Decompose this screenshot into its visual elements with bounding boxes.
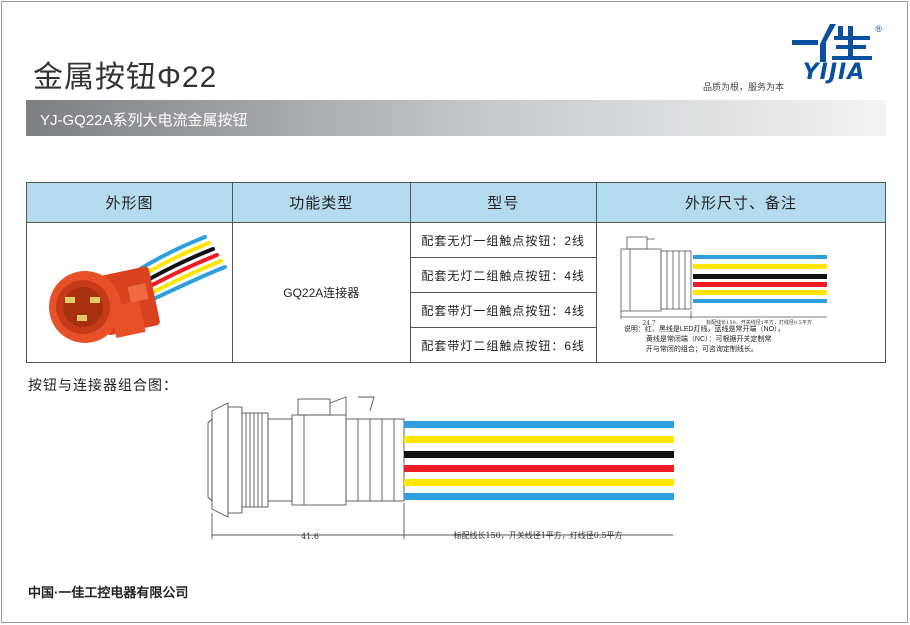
assembly-wire-note: 标配线长150，开关线径1平方，灯线径0.5平方 <box>453 530 622 540</box>
subtitle: YJ-GQ22A系列大电流金属按钮 <box>40 112 248 129</box>
table-row: 配套带灯二组触点按钮：6线 <box>27 327 886 363</box>
spec-table: 外形图 功能类型 型号 外形尺寸、备注 <box>26 182 887 363</box>
brand-logo: ® YIJIA <box>786 20 882 88</box>
connector-photo <box>49 235 227 343</box>
company-footer: 中国·一佳工控电器有限公司 <box>28 585 189 600</box>
table-header-row: 外形图 功能类型 型号 外形尺寸、备注 <box>26 182 887 223</box>
logo-text: YIJIA <box>802 60 866 85</box>
note-line: 黄线是常闭端（NC）：可根据开关定制常 <box>645 336 772 343</box>
header-dimensions: 外形尺寸、备注 <box>595 182 887 223</box>
note-line: 开与常闭的组合；可咨询定制线长。 <box>645 346 758 353</box>
table-row: 配套带灯一组触点按钮：4线 <box>27 292 886 328</box>
registered-mark: ® <box>875 24 882 34</box>
model-item: 配套无灯二组触点按钮：4线 <box>409 257 597 293</box>
small-dimension-label: 24.7 <box>642 320 656 327</box>
subtitle-bar: YJ-GQ22A系列大电流金属按钮 <box>26 100 886 136</box>
function-type: GQ22A连接器 <box>232 222 411 363</box>
small-wire-note: 标配线长150，开关线径1平方，灯线径0.5平方 <box>706 319 812 326</box>
wiring-notes: 说明：红、黑线是LED灯线，蓝线是常开端（NO）， 黄线是常闭端（NC）：可根据… <box>624 325 785 355</box>
table-row: 配套无灯二组触点按钮：4线 <box>27 257 886 293</box>
header-model: 型号 <box>409 182 597 223</box>
header-function: 功能类型 <box>232 182 411 223</box>
note-line: 说明：红、黑线是LED灯线，蓝线是常开端（NO）， <box>623 326 785 333</box>
logo-mark-icon <box>792 24 872 62</box>
model-item: 配套带灯二组触点按钮：6线 <box>409 327 597 363</box>
page-title: 金属按钮Φ22 <box>33 61 218 94</box>
assembly-dimension-label: 41.6 <box>301 532 319 541</box>
assembly-drawing: 41.6 标配线长150，开关线径1平方，灯线径0.5平方 <box>207 396 674 541</box>
table-row: GQ22A连接器 配套无灯一组触点按钮：2线 <box>26 222 887 363</box>
connector-photo-cell <box>26 222 233 363</box>
connector-dimension-drawing: 24.7 标配线长150，开关线径1平方，灯线径0.5平方 <box>620 236 827 327</box>
model-item: 配套带灯一组触点按钮：4线 <box>409 292 597 328</box>
header-appearance: 外形图 <box>26 182 233 223</box>
dimension-cell: 24.7 标配线长150，开关线径1平方，灯线径0.5平方 说明：红、黑线是LE… <box>595 222 887 363</box>
model-item: 配套无灯一组触点按钮：2线 <box>409 222 597 258</box>
slogan: 品质为根，服务为本 <box>703 82 785 92</box>
assembly-label: 按钮与连接器组合图： <box>28 377 178 393</box>
